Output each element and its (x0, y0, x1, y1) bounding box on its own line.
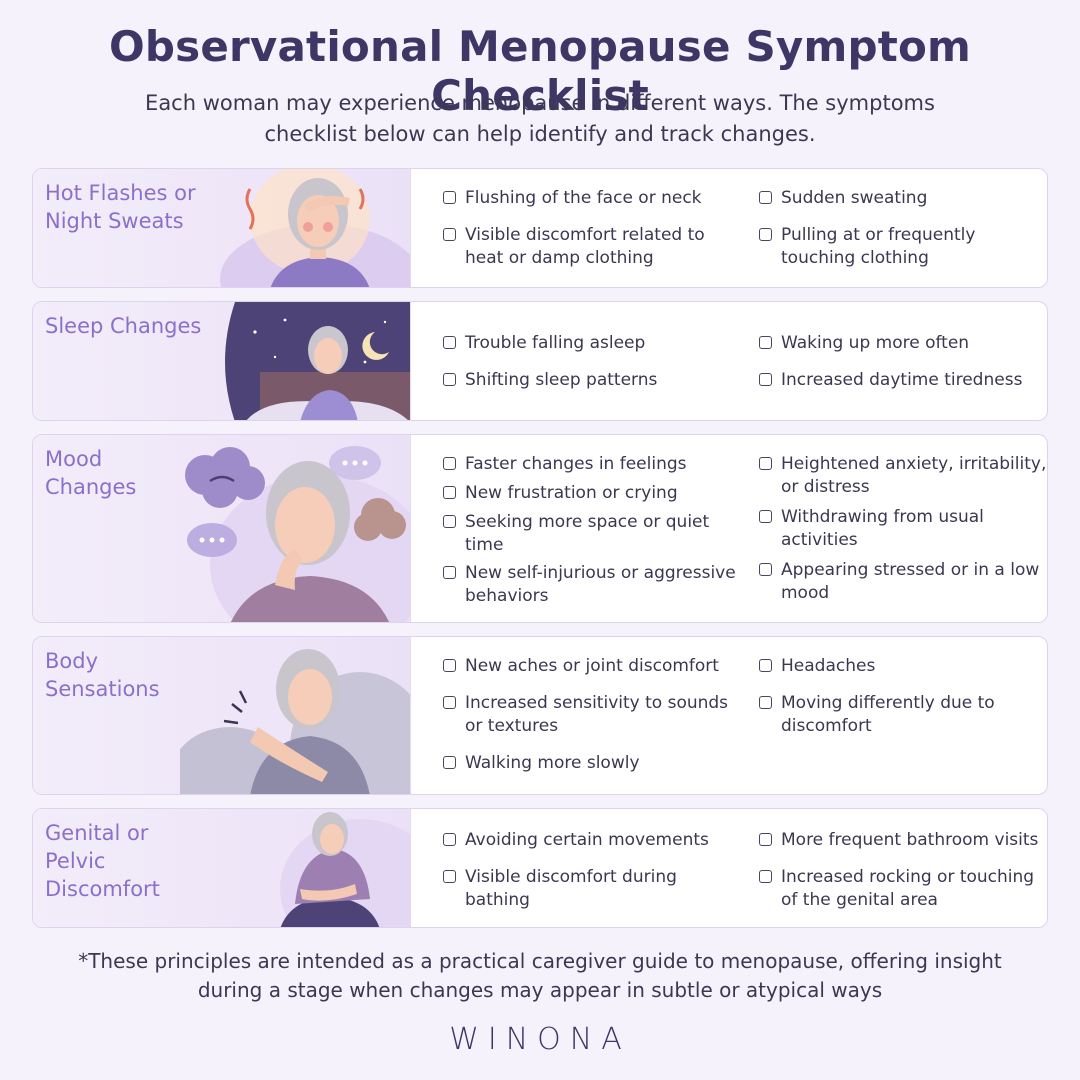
section-title: Hot Flashes or Night Sweats (45, 181, 196, 233)
checkbox[interactable] (759, 659, 772, 672)
checkbox[interactable] (443, 659, 456, 672)
section-title: Body Sensations (45, 649, 160, 701)
checkbox[interactable] (443, 191, 456, 204)
checklist-item[interactable]: Headaches (759, 655, 1047, 678)
checklist-item[interactable]: Avoiding certain movements (443, 829, 743, 852)
checkbox[interactable] (443, 756, 456, 769)
checklist-item[interactable]: Increased sensitivity to sounds or textu… (443, 692, 743, 738)
section-illustration-panel: Genital or Pelvic Discomfort (33, 809, 411, 927)
section-title: Mood Changes (45, 447, 137, 499)
checklist-item[interactable]: Appearing stressed or in a low mood (759, 559, 1047, 605)
checklist-item[interactable]: Flushing of the face or neck (443, 187, 743, 210)
checkbox[interactable] (759, 373, 772, 386)
checkbox[interactable] (443, 696, 456, 709)
checklist-item[interactable]: Increased daytime tiredness (759, 369, 1047, 392)
checkbox[interactable] (443, 833, 456, 846)
checkbox[interactable] (759, 563, 772, 576)
checklist-item[interactable]: Sudden sweating (759, 187, 1047, 210)
woman-holding-shoulder-icon (180, 649, 410, 794)
checklist-item[interactable]: Shifting sleep patterns (443, 369, 743, 392)
checkbox[interactable] (759, 336, 772, 349)
checklist-item[interactable]: New self-injurious or aggressive behavio… (443, 562, 743, 608)
checkbox[interactable] (759, 191, 772, 204)
checklist-item[interactable]: Visible discomfort during bathing (443, 866, 743, 912)
checkbox[interactable] (443, 515, 456, 528)
checklist-item[interactable]: Faster changes in feelings (443, 453, 743, 476)
checklist-item[interactable]: Heightened anxiety, irritability, or dis… (759, 453, 1047, 499)
checkbox[interactable] (443, 566, 456, 579)
section-title: Sleep Changes (45, 314, 202, 338)
checkbox[interactable] (443, 228, 456, 241)
section-card-hot-flashes: Hot Flashes or Night Sweats Flushing of … (32, 168, 1048, 288)
section-illustration-panel: Mood Changes (33, 435, 411, 622)
checklist-item[interactable]: Withdrawing from usual activities (759, 506, 1047, 552)
section-card-body-sensations: Body Sensations New aches or joint disco… (32, 636, 1048, 795)
checklist-item[interactable]: Increased rocking or touching of the gen… (759, 866, 1047, 912)
checklist-item[interactable]: Waking up more often (759, 332, 1047, 355)
footnote: *These principles are intended as a prac… (78, 949, 1002, 1002)
section-illustration-panel: Sleep Changes (33, 302, 411, 420)
checkbox[interactable] (443, 336, 456, 349)
checkbox[interactable] (759, 457, 772, 470)
woman-awake-in-bed-icon (225, 302, 410, 420)
checkbox[interactable] (759, 696, 772, 709)
checkbox[interactable] (443, 486, 456, 499)
section-card-mood-changes: Mood Changes Faster changes in feelings … (32, 434, 1048, 623)
checklist-item[interactable]: Trouble falling asleep (443, 332, 743, 355)
section-title: Genital or Pelvic Discomfort (45, 821, 160, 901)
section-illustration-panel: Hot Flashes or Night Sweats (33, 169, 411, 287)
checkbox[interactable] (443, 373, 456, 386)
page-title: Observational Menopause Symptom Checklis… (108, 22, 972, 120)
checklist-item[interactable]: Pulling at or frequently touching clothi… (759, 224, 1047, 270)
checklist-item[interactable]: New frustration or crying (443, 482, 743, 505)
checkbox[interactable] (759, 870, 772, 883)
section-card-sleep-changes: Sleep Changes Trouble falling asleep Shi… (32, 301, 1048, 421)
checklist-item[interactable]: New aches or joint discomfort (443, 655, 743, 678)
brand-logo: WINONA (449, 1022, 631, 1057)
section-illustration-panel: Body Sensations (33, 637, 411, 794)
checklist-item[interactable]: Walking more slowly (443, 752, 743, 775)
woman-hand-on-forehead-icon (220, 169, 410, 287)
woman-holding-abdomen-icon (280, 812, 410, 927)
checkbox[interactable] (759, 833, 772, 846)
checklist-item[interactable]: Seeking more space or quiet time (443, 511, 743, 557)
checklist-item[interactable]: Visible discomfort related to heat or da… (443, 224, 743, 270)
checkbox[interactable] (759, 510, 772, 523)
checklist-item[interactable]: More frequent bathroom visits (759, 829, 1047, 852)
section-card-genital-pelvic: Genital or Pelvic Discomfort Avoiding ce… (32, 808, 1048, 928)
checklist-item[interactable]: Moving differently due to discomfort (759, 692, 1047, 738)
checkbox[interactable] (443, 457, 456, 470)
checkbox[interactable] (443, 870, 456, 883)
woman-thinking-with-clouds-icon (185, 446, 410, 622)
checkbox[interactable] (759, 228, 772, 241)
page-subtitle: Each woman may experience menopause in d… (145, 91, 935, 146)
